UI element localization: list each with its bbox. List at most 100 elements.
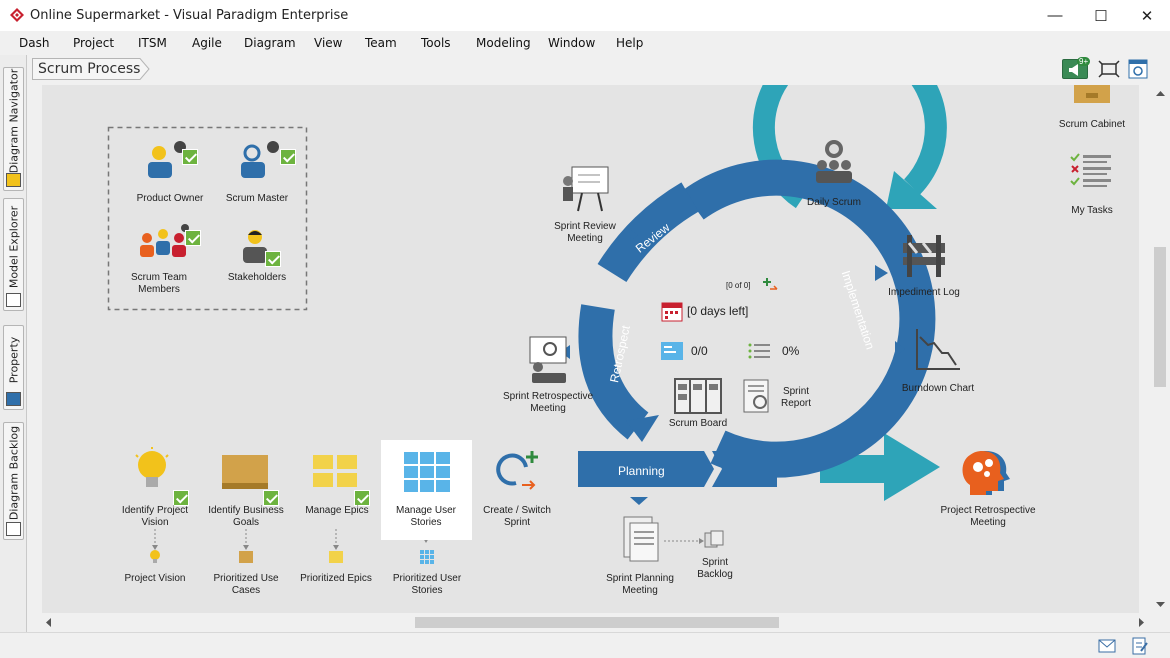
vertical-scrollbar[interactable] (1152, 85, 1169, 615)
tab-property[interactable]: Property (3, 325, 24, 410)
stories-done-text: 0/0 (691, 344, 708, 358)
lightbulb-icon (135, 447, 169, 487)
menu-modeling[interactable]: Modeling (476, 36, 531, 50)
scrum-cabinet[interactable]: Scrum Cabinet (1052, 85, 1132, 131)
sticky-note-icon (222, 455, 268, 489)
left-panel-bar: Diagram Navigator Model Explorer Propert… (0, 55, 27, 658)
artifact-prioritized-use-cases[interactable]: Prioritized Use Cases (208, 547, 284, 597)
progress-list-icon (748, 343, 770, 359)
menu-project[interactable]: Project (73, 36, 115, 50)
scroll-left-icon[interactable] (42, 614, 56, 631)
sprint-backlog[interactable]: Sprint Backlog (690, 529, 740, 583)
create-sprint-icon (496, 451, 538, 490)
daily-scrum[interactable]: Daily Scrum (799, 137, 869, 209)
check-icon (182, 149, 198, 165)
artifact-project-vision[interactable]: Project Vision (122, 547, 188, 597)
planning-document-icon (623, 516, 659, 562)
cycle-label-planning[interactable]: Planning (618, 464, 665, 478)
burndown-chart-icon (916, 329, 960, 370)
diagram-overview-icon[interactable] (1128, 59, 1148, 79)
horizontal-scrollbar[interactable] (42, 614, 1152, 631)
scroll-right-icon[interactable] (1134, 614, 1148, 631)
menu-view[interactable]: View (314, 36, 343, 50)
calendar-icon (661, 302, 683, 322)
sprint-backlog-icon (704, 530, 724, 548)
step-manage-user-stories[interactable]: Manage User Stories (381, 440, 472, 540)
role-scrum-team-members[interactable]: Scrum Team Members (115, 220, 205, 300)
sprint-review-meeting[interactable]: Sprint Review Meeting (542, 163, 628, 247)
epics-icon (313, 455, 357, 487)
progress-text: 0% (782, 344, 800, 358)
lightbulb-small-icon (150, 550, 160, 563)
artifact-prioritized-epics[interactable]: Prioritized Epics (298, 547, 374, 597)
check-icon (265, 251, 281, 267)
project-retrospective-meeting[interactable]: Project Retrospective Meeting (932, 447, 1044, 531)
check-icon (280, 149, 296, 165)
sprint-retrospective-meeting[interactable]: Sprint Retrospective Meeting (498, 333, 598, 417)
user-stories-icon (661, 342, 683, 360)
menu-window[interactable]: Window (548, 36, 596, 50)
my-tasks[interactable]: My Tasks (1052, 151, 1132, 217)
fit-diagram-icon[interactable] (1098, 60, 1120, 78)
tab-diagram-navigator[interactable]: Diagram Navigator (3, 67, 24, 191)
mail-icon[interactable] (1098, 639, 1116, 653)
sprint-report-icon (743, 379, 769, 413)
tab-diagram-backlog[interactable]: Diagram Backlog (3, 422, 24, 540)
product-owner-icon (148, 141, 186, 178)
megaphone-icon (1069, 64, 1078, 76)
scroll-down-icon[interactable] (1152, 597, 1169, 611)
team-members-icon (140, 224, 189, 257)
vertical-scroll-thumb[interactable] (1154, 247, 1166, 387)
menu-diagram[interactable]: Diagram (244, 36, 296, 50)
minimize-button[interactable]: — (1047, 7, 1063, 24)
menu-dash[interactable]: Dash (19, 36, 50, 50)
role-scrum-master[interactable]: Scrum Master (217, 139, 297, 205)
notifications-button[interactable]: 9+ (1062, 57, 1091, 79)
menu-bar: Dash Project ITSM Agile Diagram View Tea… (0, 31, 1170, 55)
check-icon (185, 230, 201, 246)
role-stakeholders[interactable]: Stakeholders (217, 225, 297, 291)
horizontal-scroll-thumb[interactable] (415, 617, 779, 628)
scroll-up-icon[interactable] (1152, 87, 1169, 101)
close-button[interactable]: ✕ (1140, 7, 1154, 25)
step-manage-epics[interactable]: Manage Epics (296, 443, 378, 529)
check-icon (354, 490, 370, 506)
sprint-report[interactable]: Sprint Report (742, 378, 822, 418)
create-switch-sprint[interactable]: Create / Switch Sprint (476, 447, 558, 531)
use-case-small-icon (239, 551, 253, 563)
scrum-board[interactable]: Scrum Board (664, 378, 732, 432)
stakeholder-icon (243, 230, 267, 263)
add-task-icon[interactable] (762, 277, 778, 293)
menu-itsm[interactable]: ITSM (138, 36, 167, 50)
diagram-canvas[interactable]: Review Implementation Retrospect Plannin… (42, 85, 1139, 613)
scrum-cycle-graphic (107, 85, 947, 550)
menu-tools[interactable]: Tools (421, 36, 451, 50)
step-identify-project-vision[interactable]: Identify Project Vision (114, 443, 196, 529)
thinking-head-icon (962, 451, 1010, 495)
days-left-text: [0 days left] (687, 304, 749, 318)
breadcrumb-label: Scrum Process (38, 61, 141, 77)
title-bar: Online Supermarket - Visual Paradigm Ent… (0, 0, 1170, 31)
menu-team[interactable]: Team (365, 36, 397, 50)
step-identify-business-goals[interactable]: Identify Business Goals (205, 443, 287, 529)
scrum-master-icon (241, 141, 279, 178)
property-icon (6, 392, 21, 406)
maximize-button[interactable]: ☐ (1094, 7, 1108, 25)
impediment-log[interactable]: Impediment Log (884, 233, 964, 301)
explorer-icon (6, 293, 21, 307)
burndown-chart[interactable]: Burndown Chart (890, 325, 986, 397)
retrospective-board-icon (529, 336, 567, 383)
edit-document-icon[interactable] (1132, 637, 1148, 655)
tab-model-explorer[interactable]: Model Explorer (3, 198, 24, 311)
artifact-prioritized-user-stories[interactable]: Prioritized User Stories (386, 547, 468, 597)
daily-scrum-icon (816, 140, 852, 183)
sprint-planning-meeting[interactable]: Sprint Planning Meeting (600, 515, 680, 599)
task-list-icon (1070, 153, 1111, 187)
role-product-owner[interactable]: Product Owner (130, 139, 210, 205)
cabinet-icon (1074, 85, 1110, 103)
task-count-text: [0 of 0] (726, 281, 751, 290)
check-icon (263, 490, 279, 506)
menu-help[interactable]: Help (616, 36, 644, 50)
menu-agile[interactable]: Agile (192, 36, 222, 50)
